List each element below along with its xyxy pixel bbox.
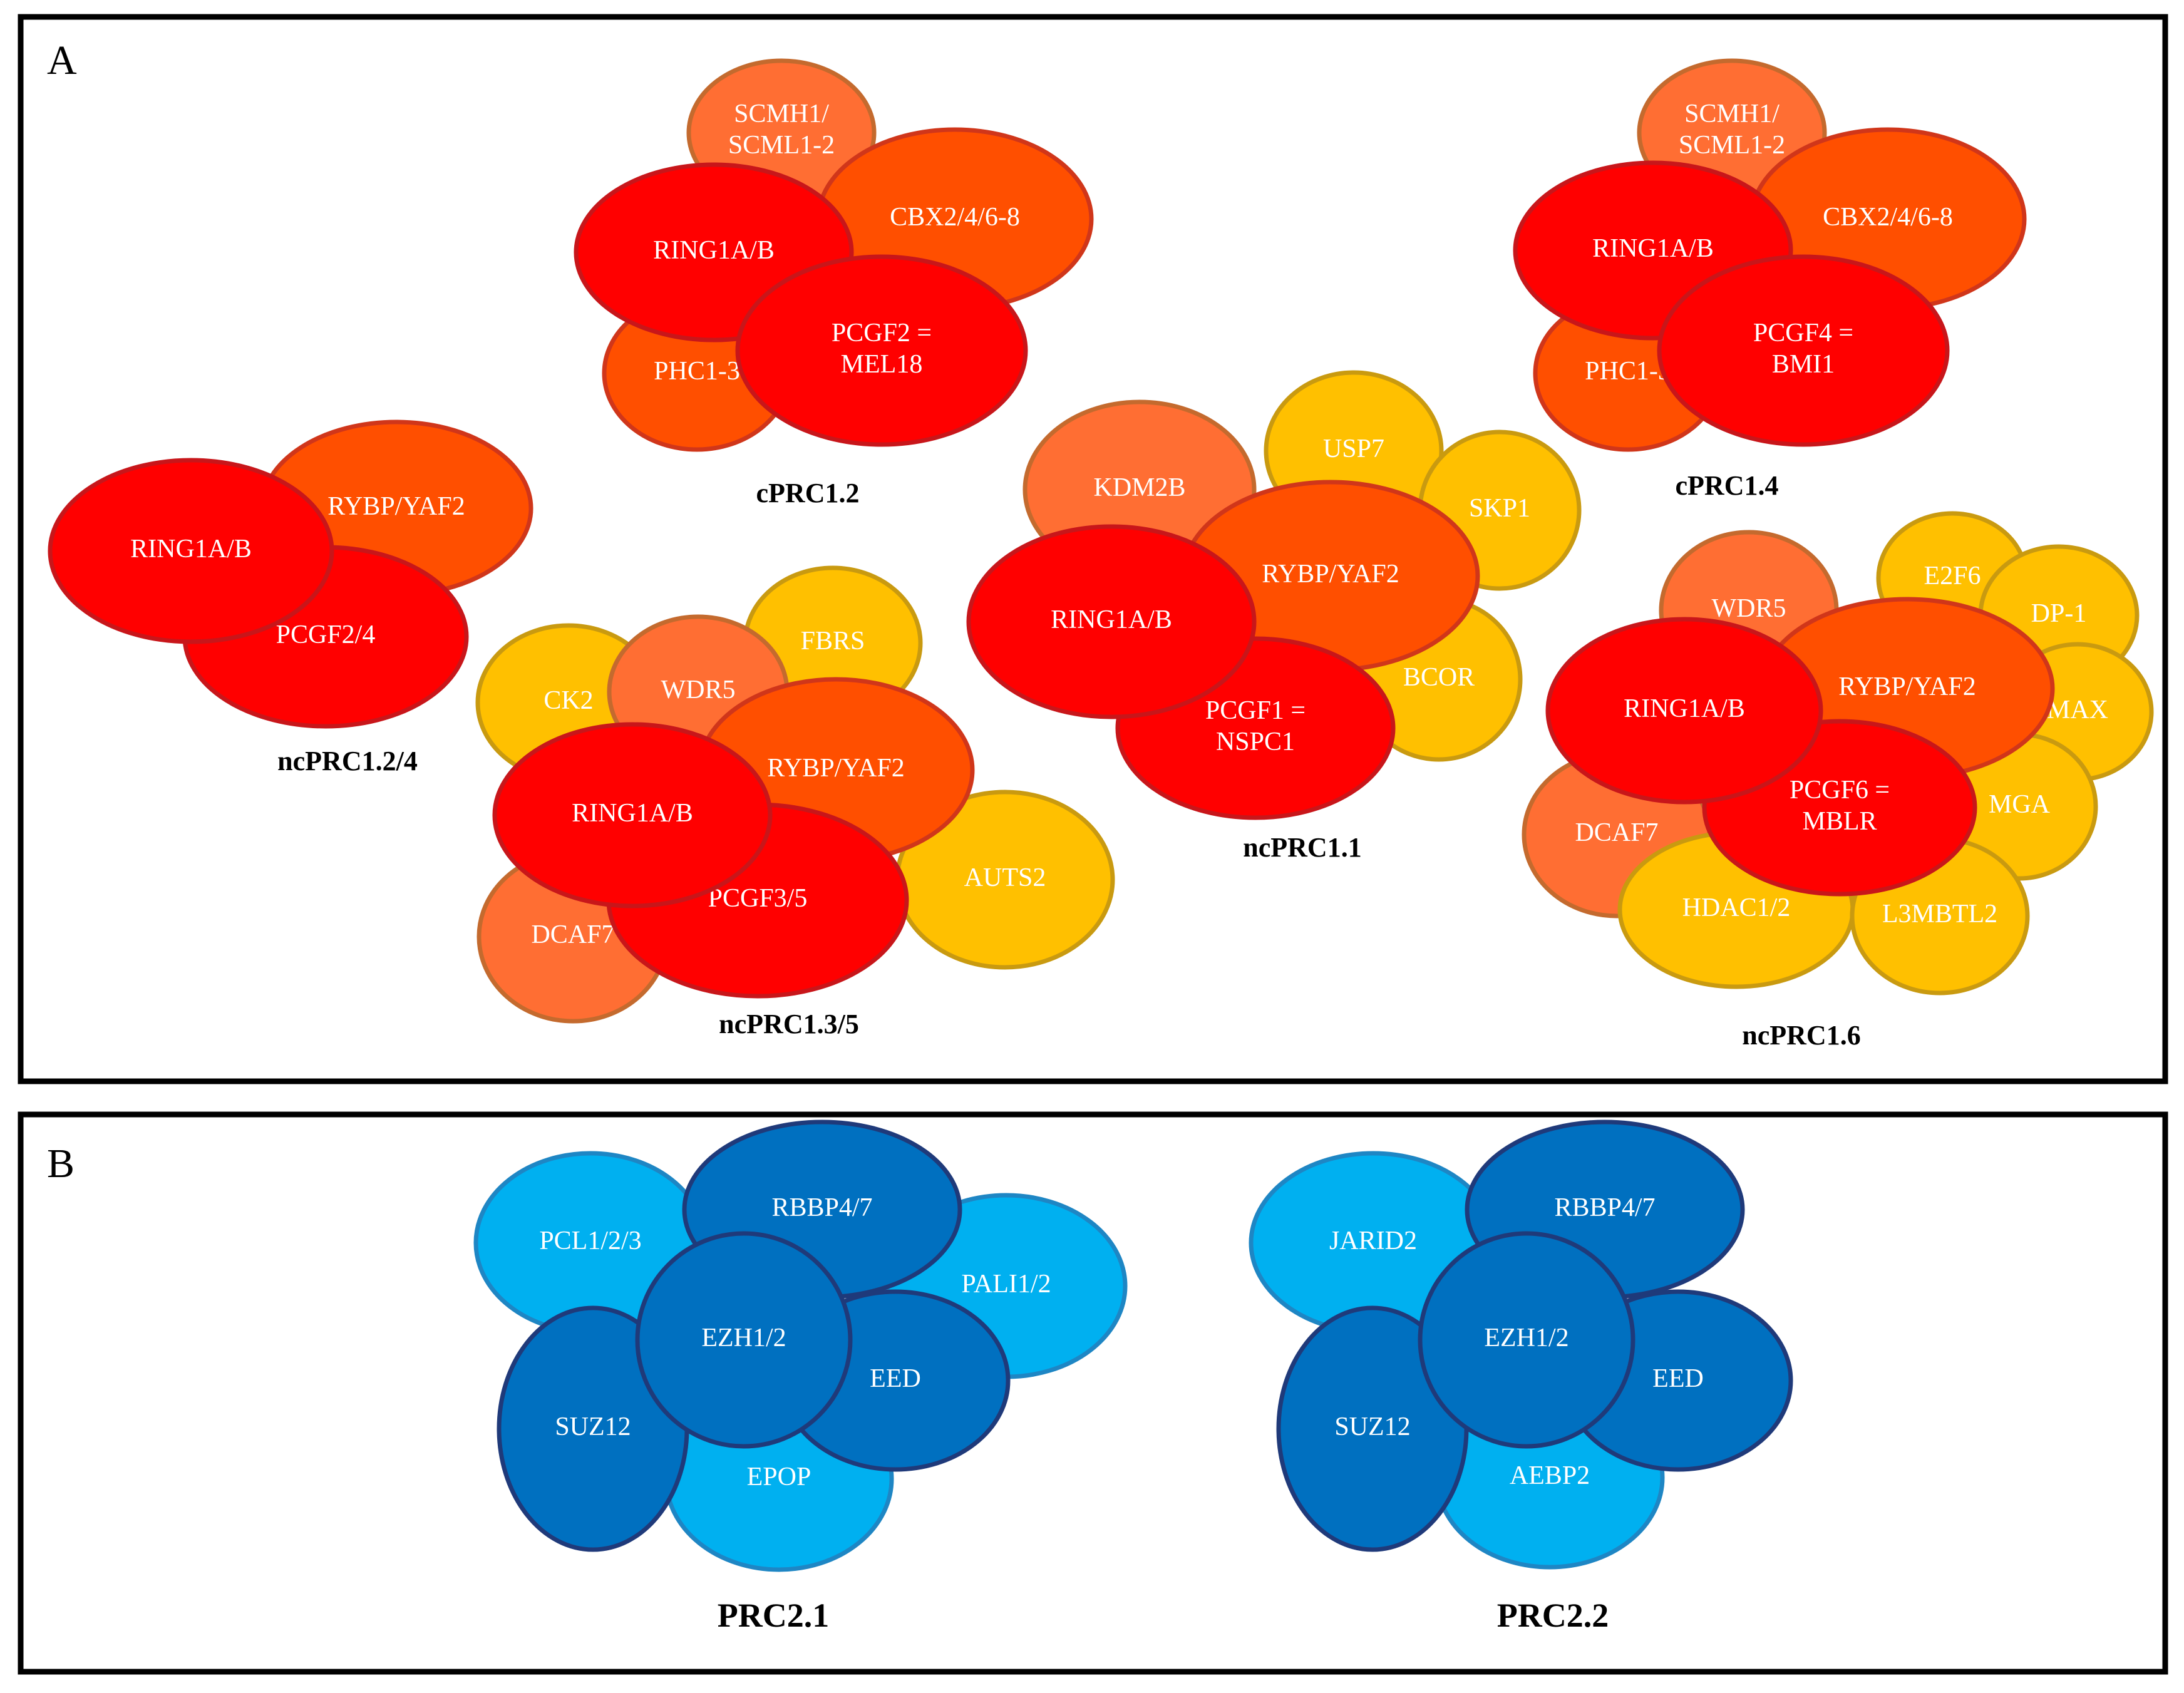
complex-name-cprc1-2: cPRC1.2: [756, 478, 860, 508]
subunit-label: EED: [870, 1364, 921, 1393]
subunit-shape: [1657, 254, 1950, 447]
subunit-pcgf2-mel18: PCGF2 =MEL18: [735, 254, 1028, 447]
subunit-label: SKP1: [1469, 494, 1530, 523]
subunit-ring1a-b: RING1A/B: [966, 524, 1257, 719]
subunit-label: RING1A/B: [572, 799, 693, 828]
subunit-ezh1-2: EZH1/2: [635, 1231, 853, 1449]
subunit-label: PCGF2/4: [276, 620, 376, 649]
subunit-label: FBRS: [801, 627, 865, 656]
subunit-ezh1-2: EZH1/2: [1418, 1231, 1635, 1449]
subunit-suz12: SUZ12: [1276, 1305, 1469, 1552]
subunit-shape: [1545, 617, 1823, 805]
subunit-label: RING1A/B: [653, 236, 775, 265]
complex-name-ncprc1-6: ncPRC1.6: [1742, 1020, 1860, 1051]
subunit-label: SUZ12: [555, 1413, 631, 1441]
subunit-label: AEBP2: [1510, 1461, 1590, 1490]
subunit-label: PCGF4 =BMI1: [1753, 319, 1853, 379]
subunit-label: RING1A/B: [1592, 234, 1714, 263]
subunit-shape: [966, 524, 1257, 719]
subunit-label: KDM2B: [1093, 473, 1185, 502]
subunit-label: PCGF6 =MBLR: [1790, 776, 1890, 836]
subunit-label: RYBP/YAF2: [1262, 560, 1399, 589]
subunit-label: PALI1/2: [961, 1270, 1051, 1299]
subunit-label: EZH1/2: [1484, 1324, 1568, 1352]
subunit-shape: [635, 1231, 853, 1449]
subunit-label: RYBP/YAF2: [327, 492, 465, 521]
subunit-label: RYBP/YAF2: [767, 754, 904, 783]
complex-name-prc2-1: PRC2.1: [718, 1597, 829, 1634]
subunit-label: CBX2/4/6-8: [1823, 203, 1953, 232]
complex-name-prc2-2: PRC2.2: [1497, 1597, 1609, 1634]
complex-name-cprc1-4: cPRC1.4: [1676, 470, 1779, 501]
subunit-ring1a-b: RING1A/B: [1545, 617, 1823, 805]
subunit-ring1a-b: RING1A/B: [492, 722, 773, 908]
subunit-label: CBX2/4/6-8: [890, 203, 1020, 232]
subunit-label: E2F6: [1924, 562, 1981, 590]
complex-name-ncprc1-1: ncPRC1.1: [1243, 832, 1361, 863]
subunit-label: RING1A/B: [1624, 694, 1745, 723]
subunit-label: RBBP4/7: [1554, 1193, 1655, 1222]
subunit-label: PCL1/2/3: [539, 1227, 641, 1255]
subunit-label: AUTS2: [964, 863, 1046, 892]
subunit-label: CK2: [543, 686, 593, 715]
subunit-label: DCAF7: [531, 920, 614, 949]
subunit-pcl1-2-3: PCL1/2/3: [473, 1151, 708, 1335]
subunit-pcgf4-bmi1: PCGF4 =BMI1: [1657, 254, 1950, 447]
subunit-label: PHC1-3: [1585, 357, 1671, 386]
panel-b-frame: [18, 1111, 2168, 1675]
subunit-label: SCMH1/SCML1-2: [728, 100, 835, 160]
subunit-shape: [735, 254, 1028, 447]
subunit-label: SCMH1/SCML1-2: [1679, 100, 1785, 160]
subunit-shape: [48, 458, 334, 644]
subunit-label: USP7: [1323, 435, 1384, 463]
panel-letter-b: B: [47, 1141, 75, 1186]
subunit-label: L3MBTL2: [1882, 900, 1997, 929]
subunit-label: EPOP: [747, 1463, 811, 1491]
subunit-label: BCOR: [1403, 663, 1475, 692]
subunit-label: PCGF2 =MEL18: [832, 319, 932, 379]
subunit-auts2: AUTS2: [895, 790, 1115, 970]
subunit-label: WDR5: [661, 676, 736, 704]
subunit-label: DCAF7: [1575, 818, 1658, 847]
complex-name-ncprc1-3-5: ncPRC1.3/5: [719, 1009, 859, 1039]
subunit-label: JARID2: [1329, 1227, 1417, 1255]
subunit-label: PCGF3/5: [708, 884, 808, 913]
complex-name-ncprc1-2-4: ncPRC1.2/4: [277, 746, 418, 776]
subunit-label: RING1A/B: [130, 535, 252, 563]
subunit-label: EZH1/2: [701, 1324, 786, 1352]
subunit-shape: [492, 722, 773, 908]
subunit-label: PHC1-3: [654, 357, 740, 386]
subunit-label: SUZ12: [1334, 1413, 1410, 1441]
subunit-ring1a-b: RING1A/B: [48, 458, 334, 644]
subunit-label: HDAC1/2: [1682, 893, 1791, 922]
subunit-label: DP-1: [2031, 599, 2087, 628]
subunit-label: RYBP/YAF2: [1838, 672, 1975, 701]
subunit-label: MAX: [2047, 696, 2108, 724]
subunit-label: RING1A/B: [1051, 605, 1172, 634]
subunit-label: MGA: [1989, 790, 2051, 819]
subunit-label: WDR5: [1712, 594, 1786, 623]
subunit-shape: [1418, 1231, 1635, 1449]
subunit-label: RBBP4/7: [771, 1193, 872, 1222]
subunit-label: PCGF1 =NSPC1: [1205, 696, 1306, 756]
panel-letter-a: A: [47, 38, 77, 83]
subunit-label: EED: [1652, 1364, 1704, 1393]
